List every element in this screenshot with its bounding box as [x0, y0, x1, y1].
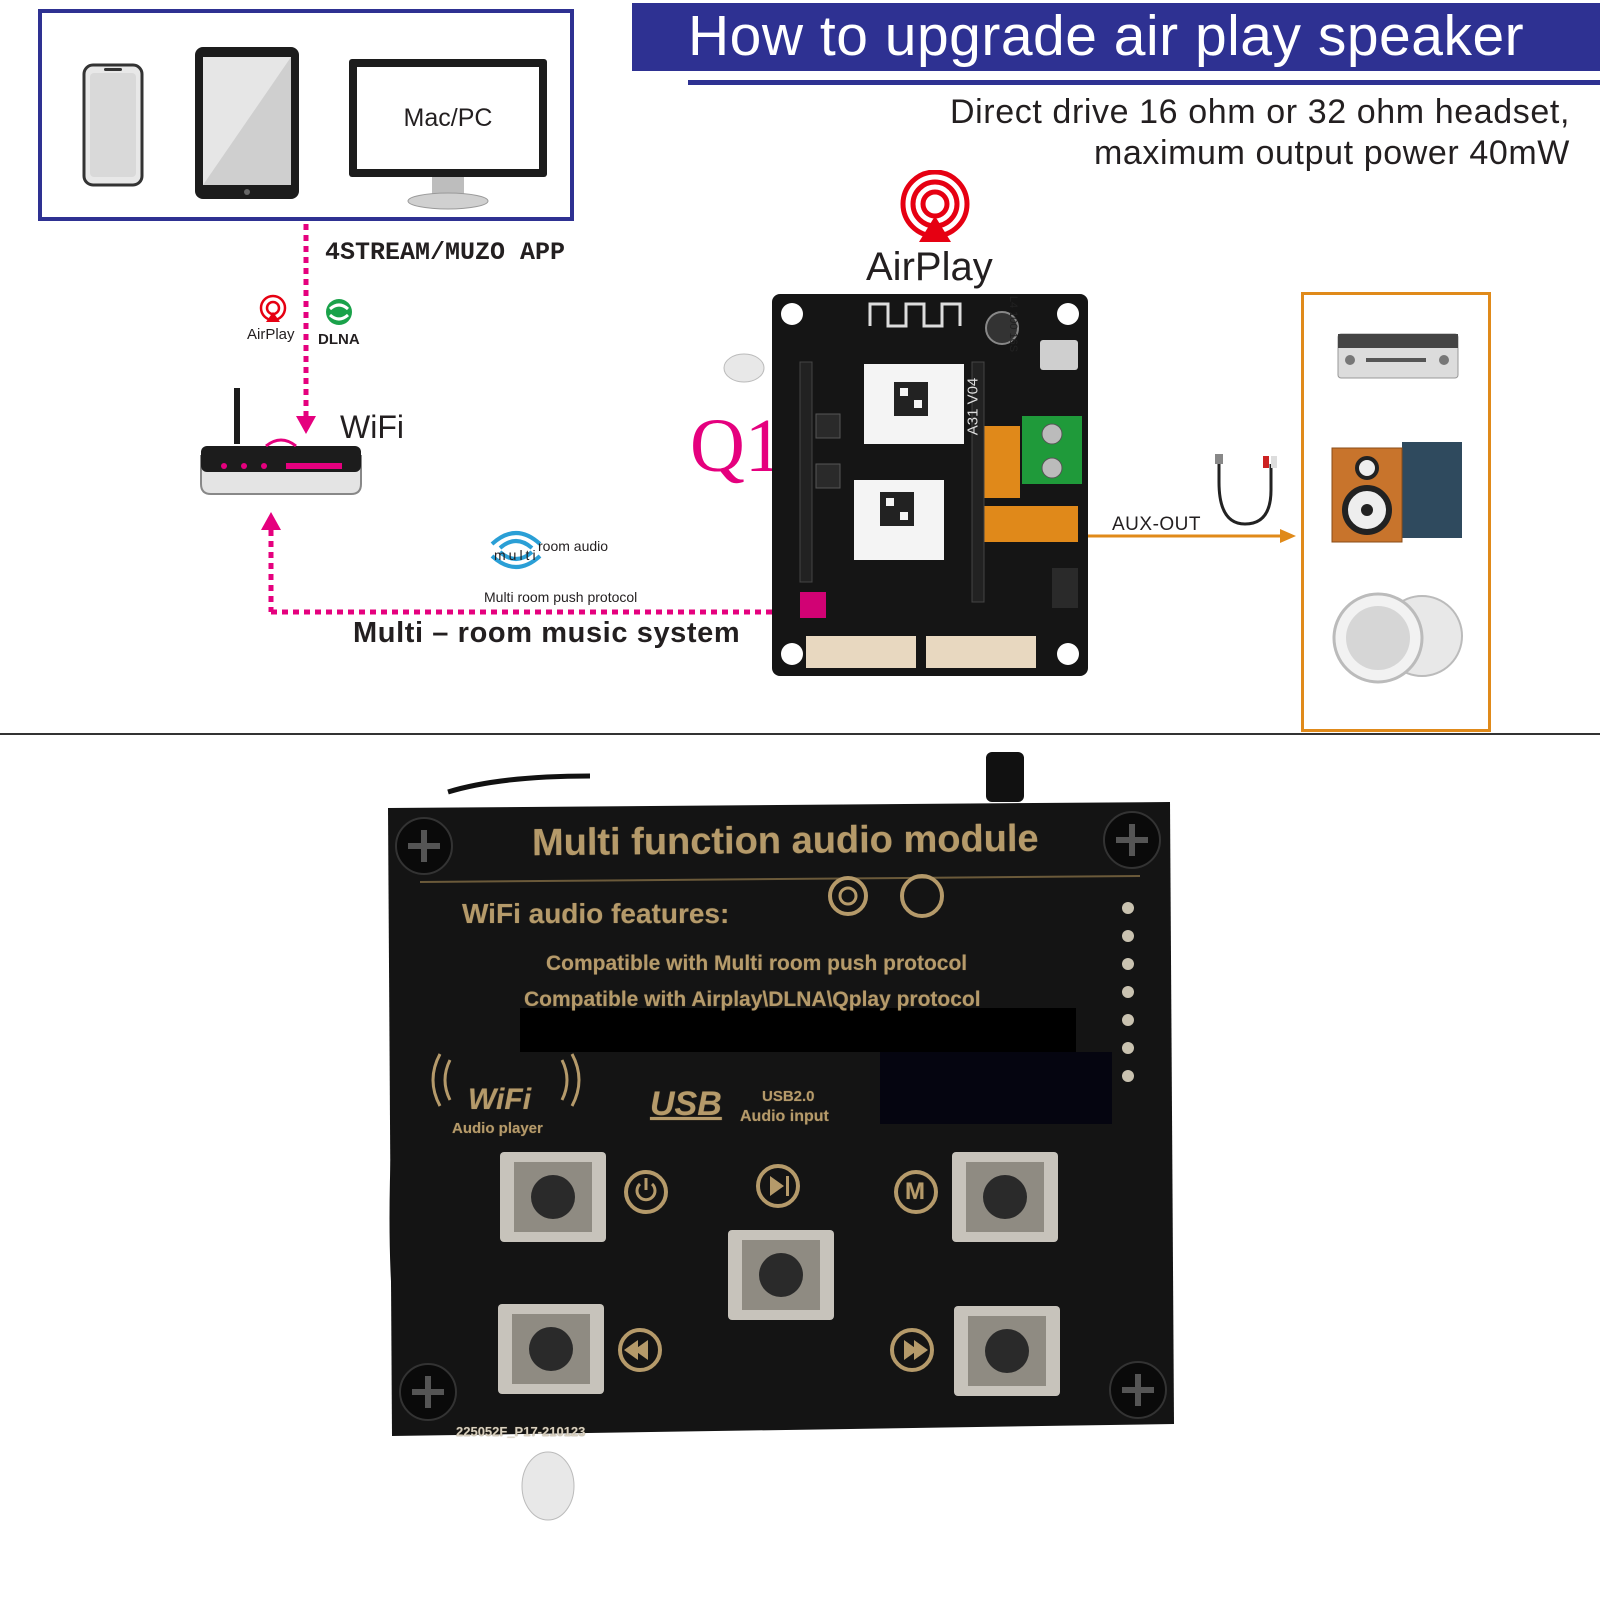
smartphone-icon: [82, 63, 144, 187]
subtitle-line-2: maximum output power 40mW: [1093, 134, 1570, 172]
multiroom-system-label: Multi – room music system: [353, 617, 741, 649]
output-devices-box: [1301, 292, 1491, 732]
airplay-small-label: AirPlay: [247, 326, 295, 343]
ir-led: [723, 353, 765, 383]
airplay-small-icon: [259, 294, 287, 322]
section-divider: [0, 733, 1600, 735]
subtitle: Direct drive 16 ohm or 32 ohm headset, m…: [870, 92, 1570, 174]
multiroom-logo-text-a: multi: [494, 547, 539, 563]
feature-line-2: Compatible with Airplay\DLNA\Qplay proto…: [524, 988, 981, 1011]
subtitle-line-1: Direct drive 16 ohm or 32 ohm headset,: [950, 93, 1570, 131]
devices-box: [38, 9, 574, 221]
dlna-label: DLNA: [318, 331, 360, 348]
monitor-label: Mac/PC: [403, 104, 493, 132]
wifi-label: WiFi: [340, 409, 404, 445]
tablet-icon: [195, 47, 299, 199]
airplay-icon: [900, 170, 970, 242]
capacitor-label: L4 100 16S: [1007, 295, 1020, 353]
q1-label: Q1: [690, 404, 783, 488]
dlna-icon: [326, 299, 352, 325]
connection-lines: [261, 224, 1296, 615]
multiroom-logo-text-b: room audio: [538, 538, 609, 554]
monitor-icon: [349, 59, 547, 210]
usb-version: USB2.0: [762, 1088, 815, 1105]
usb-audio-input: Audio input: [740, 1108, 829, 1125]
usb-logo-text: USB: [650, 1085, 722, 1123]
mode-button-label: M: [905, 1178, 925, 1205]
feature-line-1: Compatible with Multi room push protocol: [546, 952, 968, 975]
multiroom-audio-icon: [490, 531, 542, 569]
multiroom-protocol-label: Multi room push protocol: [484, 589, 638, 605]
amplifier-icon: [1337, 333, 1459, 379]
audio-module-board: [772, 294, 1088, 676]
board-revision: A31 V04: [964, 377, 982, 436]
speaker-cabinet-icon: [1331, 442, 1462, 543]
aux-out-label: AUX-OUT: [1112, 514, 1201, 535]
ceiling-speaker-icon: [1332, 592, 1463, 684]
board-title: Multi function audio module: [531, 817, 1039, 865]
aux-cable-icon: [1215, 454, 1277, 526]
part-number: 225052F_P17-210123: [456, 1424, 586, 1439]
page-title: How to upgrade air play speaker: [688, 4, 1525, 68]
app-label: 4STREAM/MUZO APP: [325, 238, 566, 267]
title-underline: [688, 80, 1600, 85]
wifi-logo-text: WiFi: [468, 1083, 532, 1116]
wifi-logo-subtext: Audio player: [452, 1120, 543, 1137]
control-board-photo: [388, 752, 1174, 1521]
airplay-label: AirPlay: [866, 245, 993, 289]
features-heading: WiFi audio features:: [462, 898, 730, 929]
title-band: [632, 3, 1600, 71]
router-icon: [200, 388, 362, 495]
